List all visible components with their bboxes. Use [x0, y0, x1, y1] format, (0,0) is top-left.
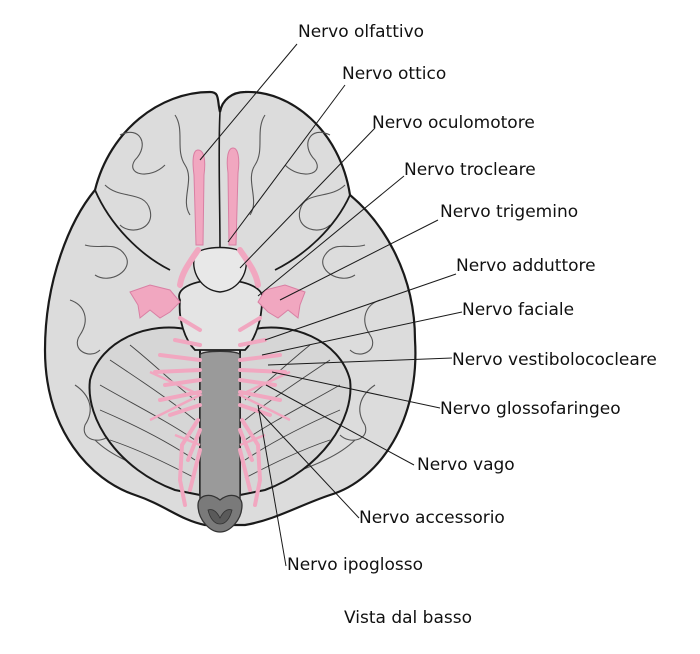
- label-abducens-nerve: Nervo adduttore: [456, 256, 596, 276]
- spinal-cord-section: [197, 494, 243, 533]
- temporal-lobes: [94, 189, 351, 271]
- olfactory-tracts: [192, 147, 240, 246]
- leader-lines: [199, 43, 463, 567]
- label-olfactory-nerve: Nervo olfattivo: [298, 22, 425, 42]
- caption: Vista dal basso: [344, 608, 472, 628]
- cranial-nerve-roots: [153, 316, 287, 507]
- label-hypoglossal-nerve: Nervo ipoglosso: [287, 555, 423, 575]
- label-vestibulocochlear-nerve: Nervo vestibolococleare: [452, 350, 657, 370]
- label-trochlear-nerve: Nervo trocleare: [404, 160, 536, 180]
- label-vagus-nerve: Nervo vago: [417, 455, 515, 475]
- label-optic-nerve: Nervo ottico: [342, 64, 447, 84]
- optic-nerves: [177, 247, 261, 288]
- label-oculomotor-nerve: Nervo oculomotore: [372, 113, 535, 133]
- optic-chiasm: [193, 246, 247, 293]
- label-facial-nerve: Nervo faciale: [462, 300, 575, 320]
- label-glossopharyngeal-nerve: Nervo glossofaringeo: [440, 399, 621, 419]
- label-trigeminal-nerve: Nervo trigemino: [440, 202, 579, 222]
- label-accessory-nerve: Nervo accessorio: [359, 508, 505, 528]
- spinal-cord: [199, 350, 241, 509]
- nerve-crossings: [149, 370, 291, 447]
- longitudinal-fissure: [218, 111, 221, 251]
